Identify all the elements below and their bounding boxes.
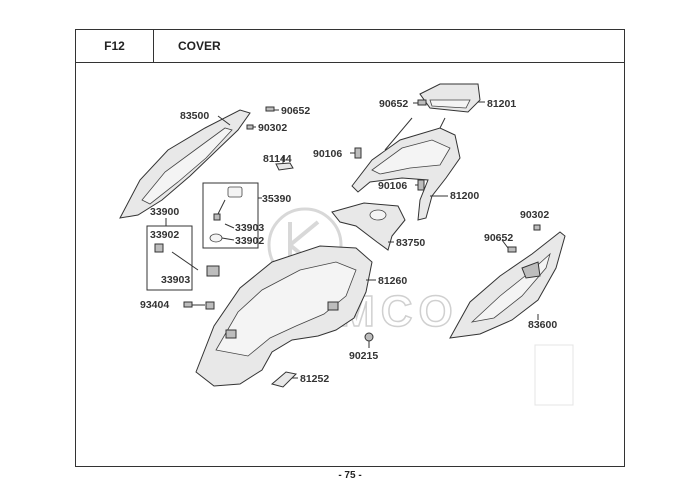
label-33903-a: 33903 bbox=[235, 222, 264, 234]
rear-center-cover-83750 bbox=[331, 202, 406, 251]
clip-81252 bbox=[270, 371, 298, 388]
screw-90215 bbox=[364, 332, 374, 348]
assembly-box-35390 bbox=[202, 182, 262, 249]
fastener-90652-c bbox=[507, 246, 517, 253]
label-81144: 81144 bbox=[263, 153, 292, 165]
label-81260: 81260 bbox=[378, 275, 407, 287]
label-83500: 83500 bbox=[180, 110, 209, 122]
label-33902-b: 33902 bbox=[150, 229, 179, 241]
header-row: F12 COVER bbox=[76, 30, 624, 63]
bolt-90106-b bbox=[417, 179, 425, 191]
label-90215: 90215 bbox=[349, 350, 378, 362]
fastener-90652-a bbox=[265, 106, 275, 112]
left-side-cover-83500 bbox=[119, 109, 251, 219]
label-33902-a: 33902 bbox=[235, 235, 264, 247]
label-33903-b: 33903 bbox=[161, 274, 190, 286]
bolt-90106-a bbox=[354, 147, 362, 159]
label-90106-a: 90106 bbox=[313, 148, 342, 160]
section-title: COVER bbox=[178, 39, 221, 53]
fastener-90302-a bbox=[246, 124, 254, 130]
label-90302-b: 90302 bbox=[520, 209, 549, 221]
carrier-cover-81201 bbox=[419, 83, 481, 113]
plate-81144 bbox=[275, 162, 294, 171]
right-side-cover-83600 bbox=[449, 231, 566, 339]
fastener-90652-b bbox=[417, 99, 427, 106]
label-81252: 81252 bbox=[300, 373, 329, 385]
section-code: F12 bbox=[76, 30, 154, 62]
bolt-93404 bbox=[183, 301, 215, 310]
label-90106-b: 90106 bbox=[378, 180, 407, 192]
label-90302-a: 90302 bbox=[258, 122, 287, 134]
label-81200: 81200 bbox=[450, 190, 479, 202]
label-90652-c: 90652 bbox=[484, 232, 513, 244]
page-number: - 75 - bbox=[338, 470, 362, 481]
assembly-box-33900 bbox=[146, 225, 220, 291]
label-93404: 93404 bbox=[140, 299, 169, 311]
label-33900: 33900 bbox=[150, 206, 179, 218]
fastener-90302-b bbox=[533, 224, 541, 231]
label-35390: 35390 bbox=[262, 193, 291, 205]
label-90652-b: 90652 bbox=[379, 98, 408, 110]
label-81201: 81201 bbox=[487, 98, 516, 110]
label-83600: 83600 bbox=[528, 319, 557, 331]
label-90652-a: 90652 bbox=[281, 105, 310, 117]
label-83750: 83750 bbox=[396, 237, 425, 249]
diagram-frame: F12 COVER bbox=[75, 29, 625, 467]
luggage-box-81260 bbox=[195, 245, 373, 387]
carrier-frame-81200 bbox=[351, 117, 461, 221]
